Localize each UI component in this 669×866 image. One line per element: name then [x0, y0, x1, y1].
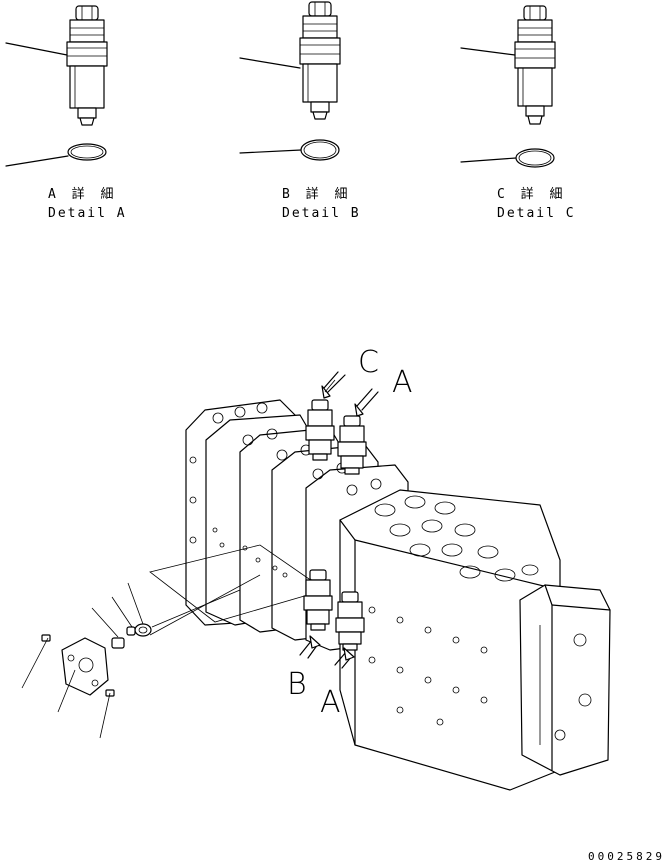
detail-b-en-label: Detail B — [282, 206, 361, 221]
top-relief-valve-a — [337, 415, 367, 475]
top-face-ports — [374, 495, 539, 582]
detail-b-o-ring — [300, 139, 340, 161]
bottom-relief-valve-a — [335, 591, 365, 651]
view-arrow-a-bottom — [334, 647, 355, 669]
detail-a: A 詳 細 Detail A — [5, 5, 127, 221]
view-arrow-b — [299, 635, 321, 659]
detail-b-leader-valve — [239, 57, 301, 69]
detail-a-jp-label: A 詳 細 — [48, 186, 117, 202]
view-label-a-bottom: A — [320, 685, 341, 720]
detail-c-o-ring — [515, 148, 555, 168]
detail-b: B 詳 細 Detail B — [239, 1, 361, 221]
top-relief-valve-c — [305, 399, 335, 461]
detail-a-o-ring — [67, 143, 107, 161]
exploded-parts — [21, 582, 241, 739]
detail-c-valve — [514, 5, 556, 125]
detail-c: C 詳 細 Detail C — [460, 5, 576, 221]
detail-c-leader-o-ring — [460, 157, 517, 163]
detail-b-valve — [299, 1, 341, 120]
view-label-c: C — [358, 345, 379, 380]
view-arrow-a-top — [354, 388, 379, 417]
detail-c-jp-label: C 詳 細 — [497, 186, 566, 202]
detail-c-en-label: Detail C — [497, 206, 576, 221]
end-cap — [519, 584, 611, 776]
detail-a-leader-o-ring — [5, 155, 69, 167]
drawing-code: 00025829 — [588, 850, 665, 863]
detail-a-en-label: Detail A — [48, 206, 127, 221]
view-label-b: B — [287, 667, 307, 702]
bottom-relief-valve-b — [303, 569, 333, 631]
view-arrow-c — [321, 371, 346, 399]
view-label-a-top: A — [392, 365, 413, 400]
detail-a-valve — [66, 5, 108, 126]
detail-a-leader-valve — [5, 42, 68, 56]
detail-b-jp-label: B 詳 細 — [282, 186, 351, 202]
detail-b-leader-o-ring — [239, 149, 302, 154]
control-valve-assembly — [21, 399, 611, 791]
detail-c-leader-valve — [460, 47, 516, 56]
side-face-ports — [368, 606, 488, 726]
